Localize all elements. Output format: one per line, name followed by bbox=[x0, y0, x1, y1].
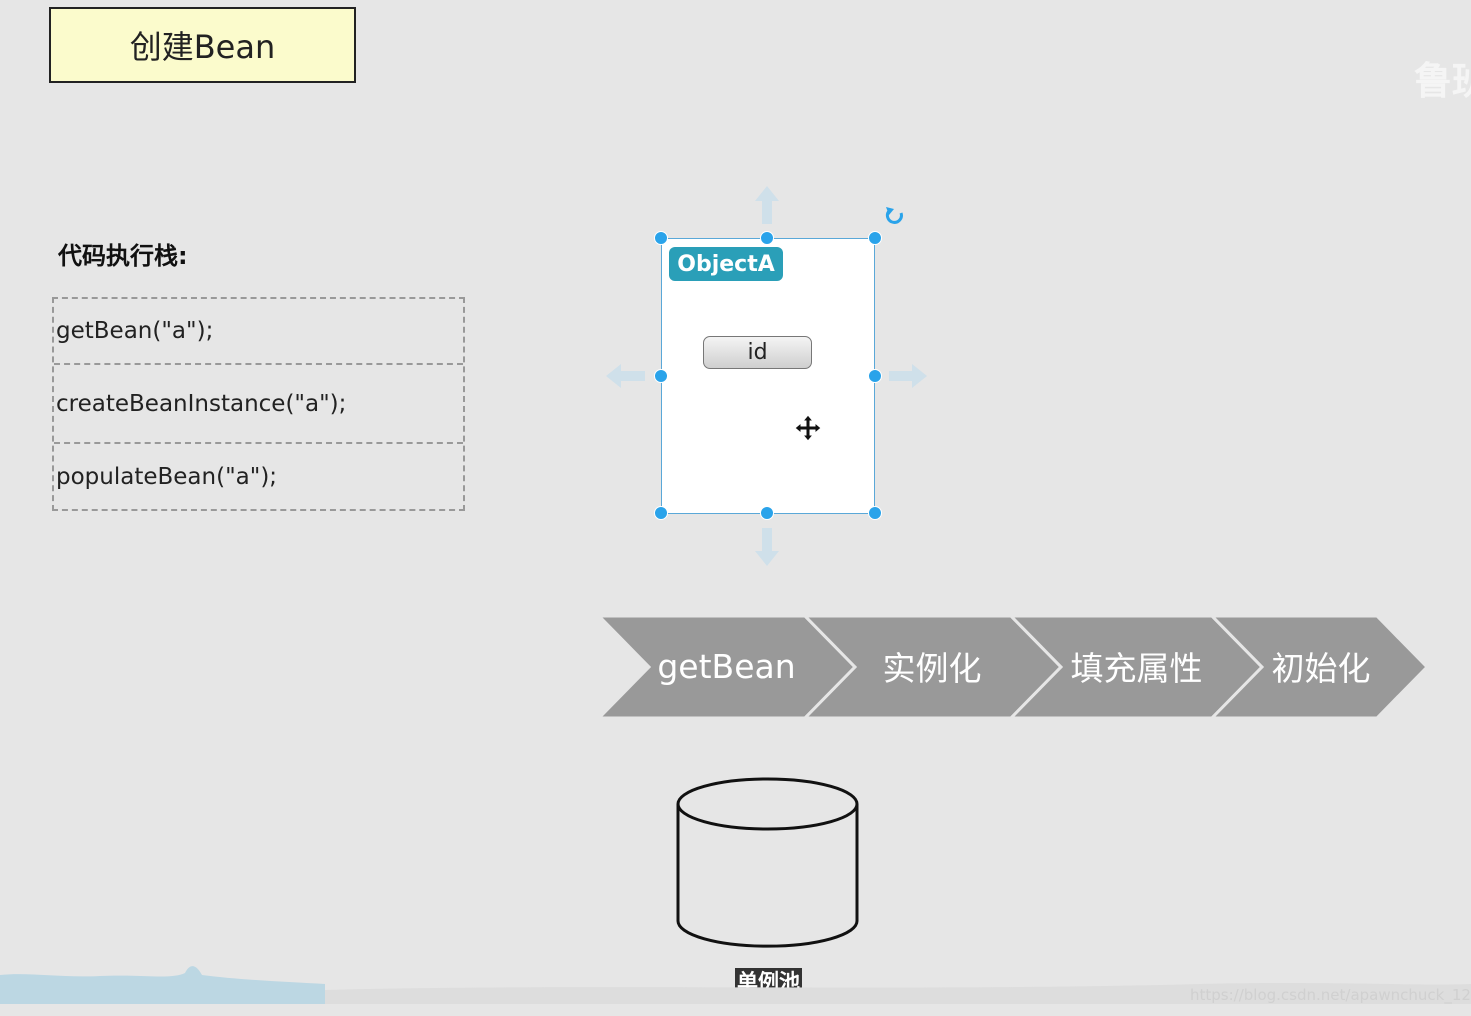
object-name-tag: ObjectA bbox=[669, 247, 783, 281]
arrow-right-icon bbox=[889, 364, 927, 388]
arrow-down-icon bbox=[755, 528, 779, 566]
flow-step-label: 实例化 bbox=[882, 649, 982, 688]
object-field-id[interactable]: id bbox=[703, 336, 812, 369]
resize-handle-bottom-left[interactable] bbox=[654, 506, 668, 520]
object-card[interactable] bbox=[661, 238, 875, 514]
rotate-icon bbox=[885, 210, 903, 224]
resize-handle-bottom[interactable] bbox=[760, 506, 774, 520]
resize-handle-right[interactable] bbox=[868, 369, 882, 383]
stack-frame-get-bean: getBean("a"); bbox=[54, 299, 463, 365]
resize-handle-bottom-right[interactable] bbox=[868, 506, 882, 520]
stack-heading: 代码执行栈: bbox=[58, 242, 188, 270]
page-title: 创建Bean bbox=[49, 7, 356, 83]
flow-step-initialize bbox=[1208, 614, 1430, 720]
flow-step-label: 初始化 bbox=[1271, 649, 1371, 688]
watermark: 鲁班 bbox=[1414, 59, 1471, 103]
stack-frame-populate-bean: populateBean("a"); bbox=[56, 463, 278, 490]
footer-url: https://blog.csdn.net/apawnchuck_129 bbox=[1190, 986, 1471, 1004]
resize-handle-left[interactable] bbox=[654, 369, 668, 383]
arrow-left-icon bbox=[606, 364, 645, 388]
flow-step-label: getBean bbox=[657, 646, 796, 686]
flow-step-label: 填充属性 bbox=[1070, 649, 1203, 688]
stack-frame-create-bean-instance: createBeanInstance("a"); bbox=[54, 365, 463, 444]
call-stack: getBean("a"); createBeanInstance("a"); p… bbox=[52, 297, 465, 511]
resize-handle-top-right[interactable] bbox=[868, 231, 882, 245]
resize-handle-top-left[interactable] bbox=[654, 231, 668, 245]
resize-handle-top[interactable] bbox=[760, 231, 774, 245]
arrow-up-icon bbox=[755, 186, 779, 224]
